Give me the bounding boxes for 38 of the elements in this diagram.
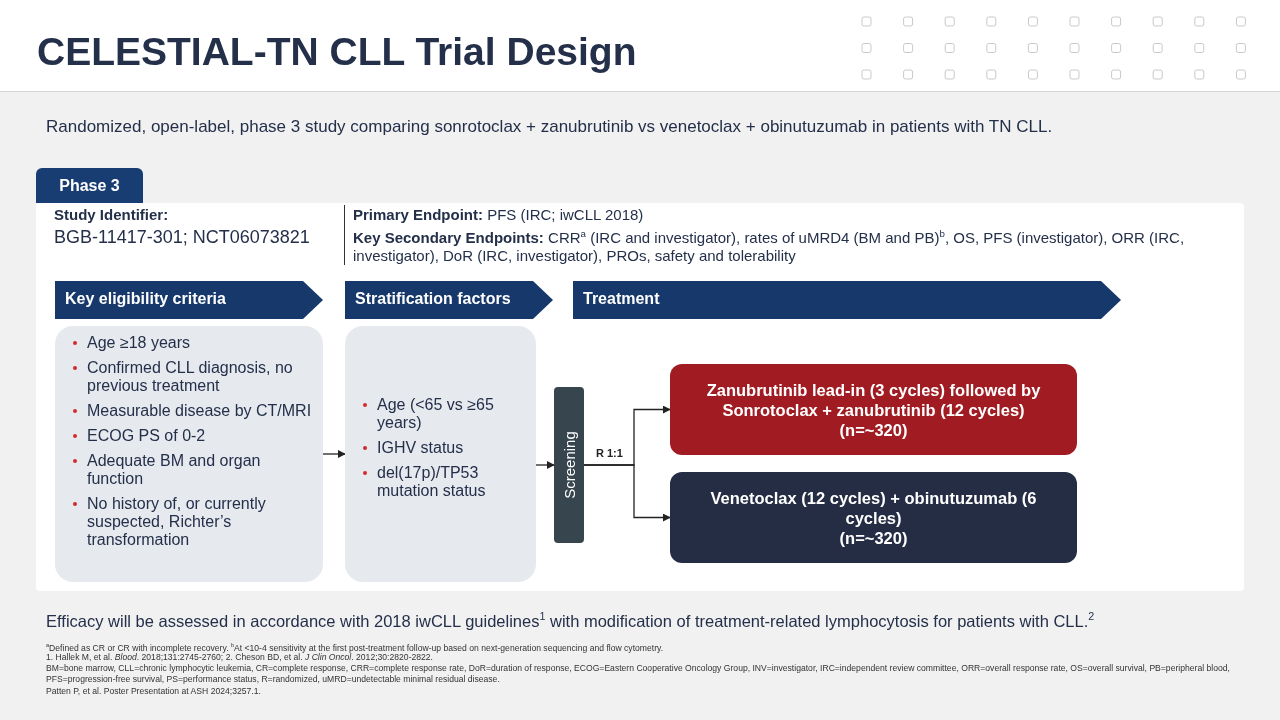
edge-label: R 1:1 (596, 447, 623, 459)
factors-panel (345, 326, 536, 582)
arm-text: Venetoclax (12 cycles) + obinutuzumab (6 cycles) (709, 487, 1038, 528)
list-item: Age ≥18 years (87, 334, 191, 351)
endpoint-text: Key Secondary Endpoints: CRR$^{a}$ (IRC and investigator), rates of uMRD4 (BM and PB)$^{b}$, OS, PFS (investigator), ORR (IRC, investigator), DoR (IRC, investigator), PROs, safety and tolerability (353, 228, 1186, 265)
treatment-arm-box (670, 364, 1077, 455)
arm-text: Zanubrutinib lead-in (3 cycles) followed by Sonrotoclax + zanubrutinib (12 cycles) (705, 379, 1042, 420)
screening-bar (554, 387, 584, 543)
arrow (322, 450, 346, 458)
arm-text: (n=~320) (838, 527, 909, 548)
arm-text: (n=~320) (838, 419, 909, 440)
note-text: Efficacy will be assessed in accordance with 2018 iwCLL guidelines$^{1}$ with modification of treatment-related lymphocytosis for patients with CLL.$^{2}$ (46, 610, 1096, 632)
list-item: del(17p)/TP53 mutation status (377, 464, 486, 499)
arrow (535, 461, 555, 469)
list-item: Age (<65 vs ≥65 years) (377, 396, 494, 431)
bar-label: Screening (560, 431, 578, 499)
subtitle-text: Randomized, open-label, phase 3 study comparing sonrotoclax + zanubrutinib vs venetoclax + obinutuzumab in patients with TN CLL. (46, 117, 1054, 138)
footnote-text: $^{a}$Defined as CR or CR with incomplete recovery. $^{b}$At <10-4 sensitivity at the first post-treatment follow-up based on next-generation sequencing and flow cytometry. (46, 641, 665, 654)
arrow (583, 464, 671, 522)
footnote-text: Patten P, et al. Poster Presentation at ASH 2024;3257.1. (46, 685, 262, 697)
section-header-banner: Treatment (573, 281, 1121, 319)
list-item: No history of, or currently suspected, Richter’s transformation (87, 495, 266, 548)
slide-title: CELESTIAL-TN CLL Trial Design (37, 30, 637, 74)
list-item: Confirmed CLL diagnosis, no previous treatment (87, 359, 293, 394)
treatment-arm-box (670, 472, 1077, 563)
field-heading: Study Identifier: (54, 206, 170, 224)
tab-label: Phase 3 (36, 168, 143, 203)
field-value: BGB-11417-301; NCT06073821 (54, 227, 311, 249)
list-item: IGHV status (377, 439, 464, 456)
footnote-text: BM=bone marrow, CLL=chronic lymphocytic leukemia, CR=complete response, CRR=complete response rate, DoR=duration of response, ECOG=Eastern Cooperative Oncology Group, INV=investigator, IRC=independent review committee, ORR=overall response rate, OS=overall survival, PB=peripheral blood, PFS=progression-free survival, PS=performance status, R=randomized, uMRD=undetectable minimal residual disease. (46, 663, 1231, 685)
section-header-banner: Key eligibility criteria (55, 281, 323, 319)
list-item: Adequate BM and organ function (87, 452, 261, 487)
section-header-banner: Stratification factors (345, 281, 553, 319)
list-item: Measurable disease by CT/MRI (87, 402, 312, 419)
criteria-panel (55, 326, 323, 582)
endpoint-text: Primary Endpoint: PFS (IRC; iwCLL 2018) (353, 206, 645, 224)
list-item: ECOG PS of 0-2 (87, 427, 206, 444)
footnote-text: 1. Hallek M, et al. Blood. 2018;131:2745-2760; 2. Cheson BD, et al. J Clin Oncol. 2012;30:2820-2822. (46, 651, 433, 663)
